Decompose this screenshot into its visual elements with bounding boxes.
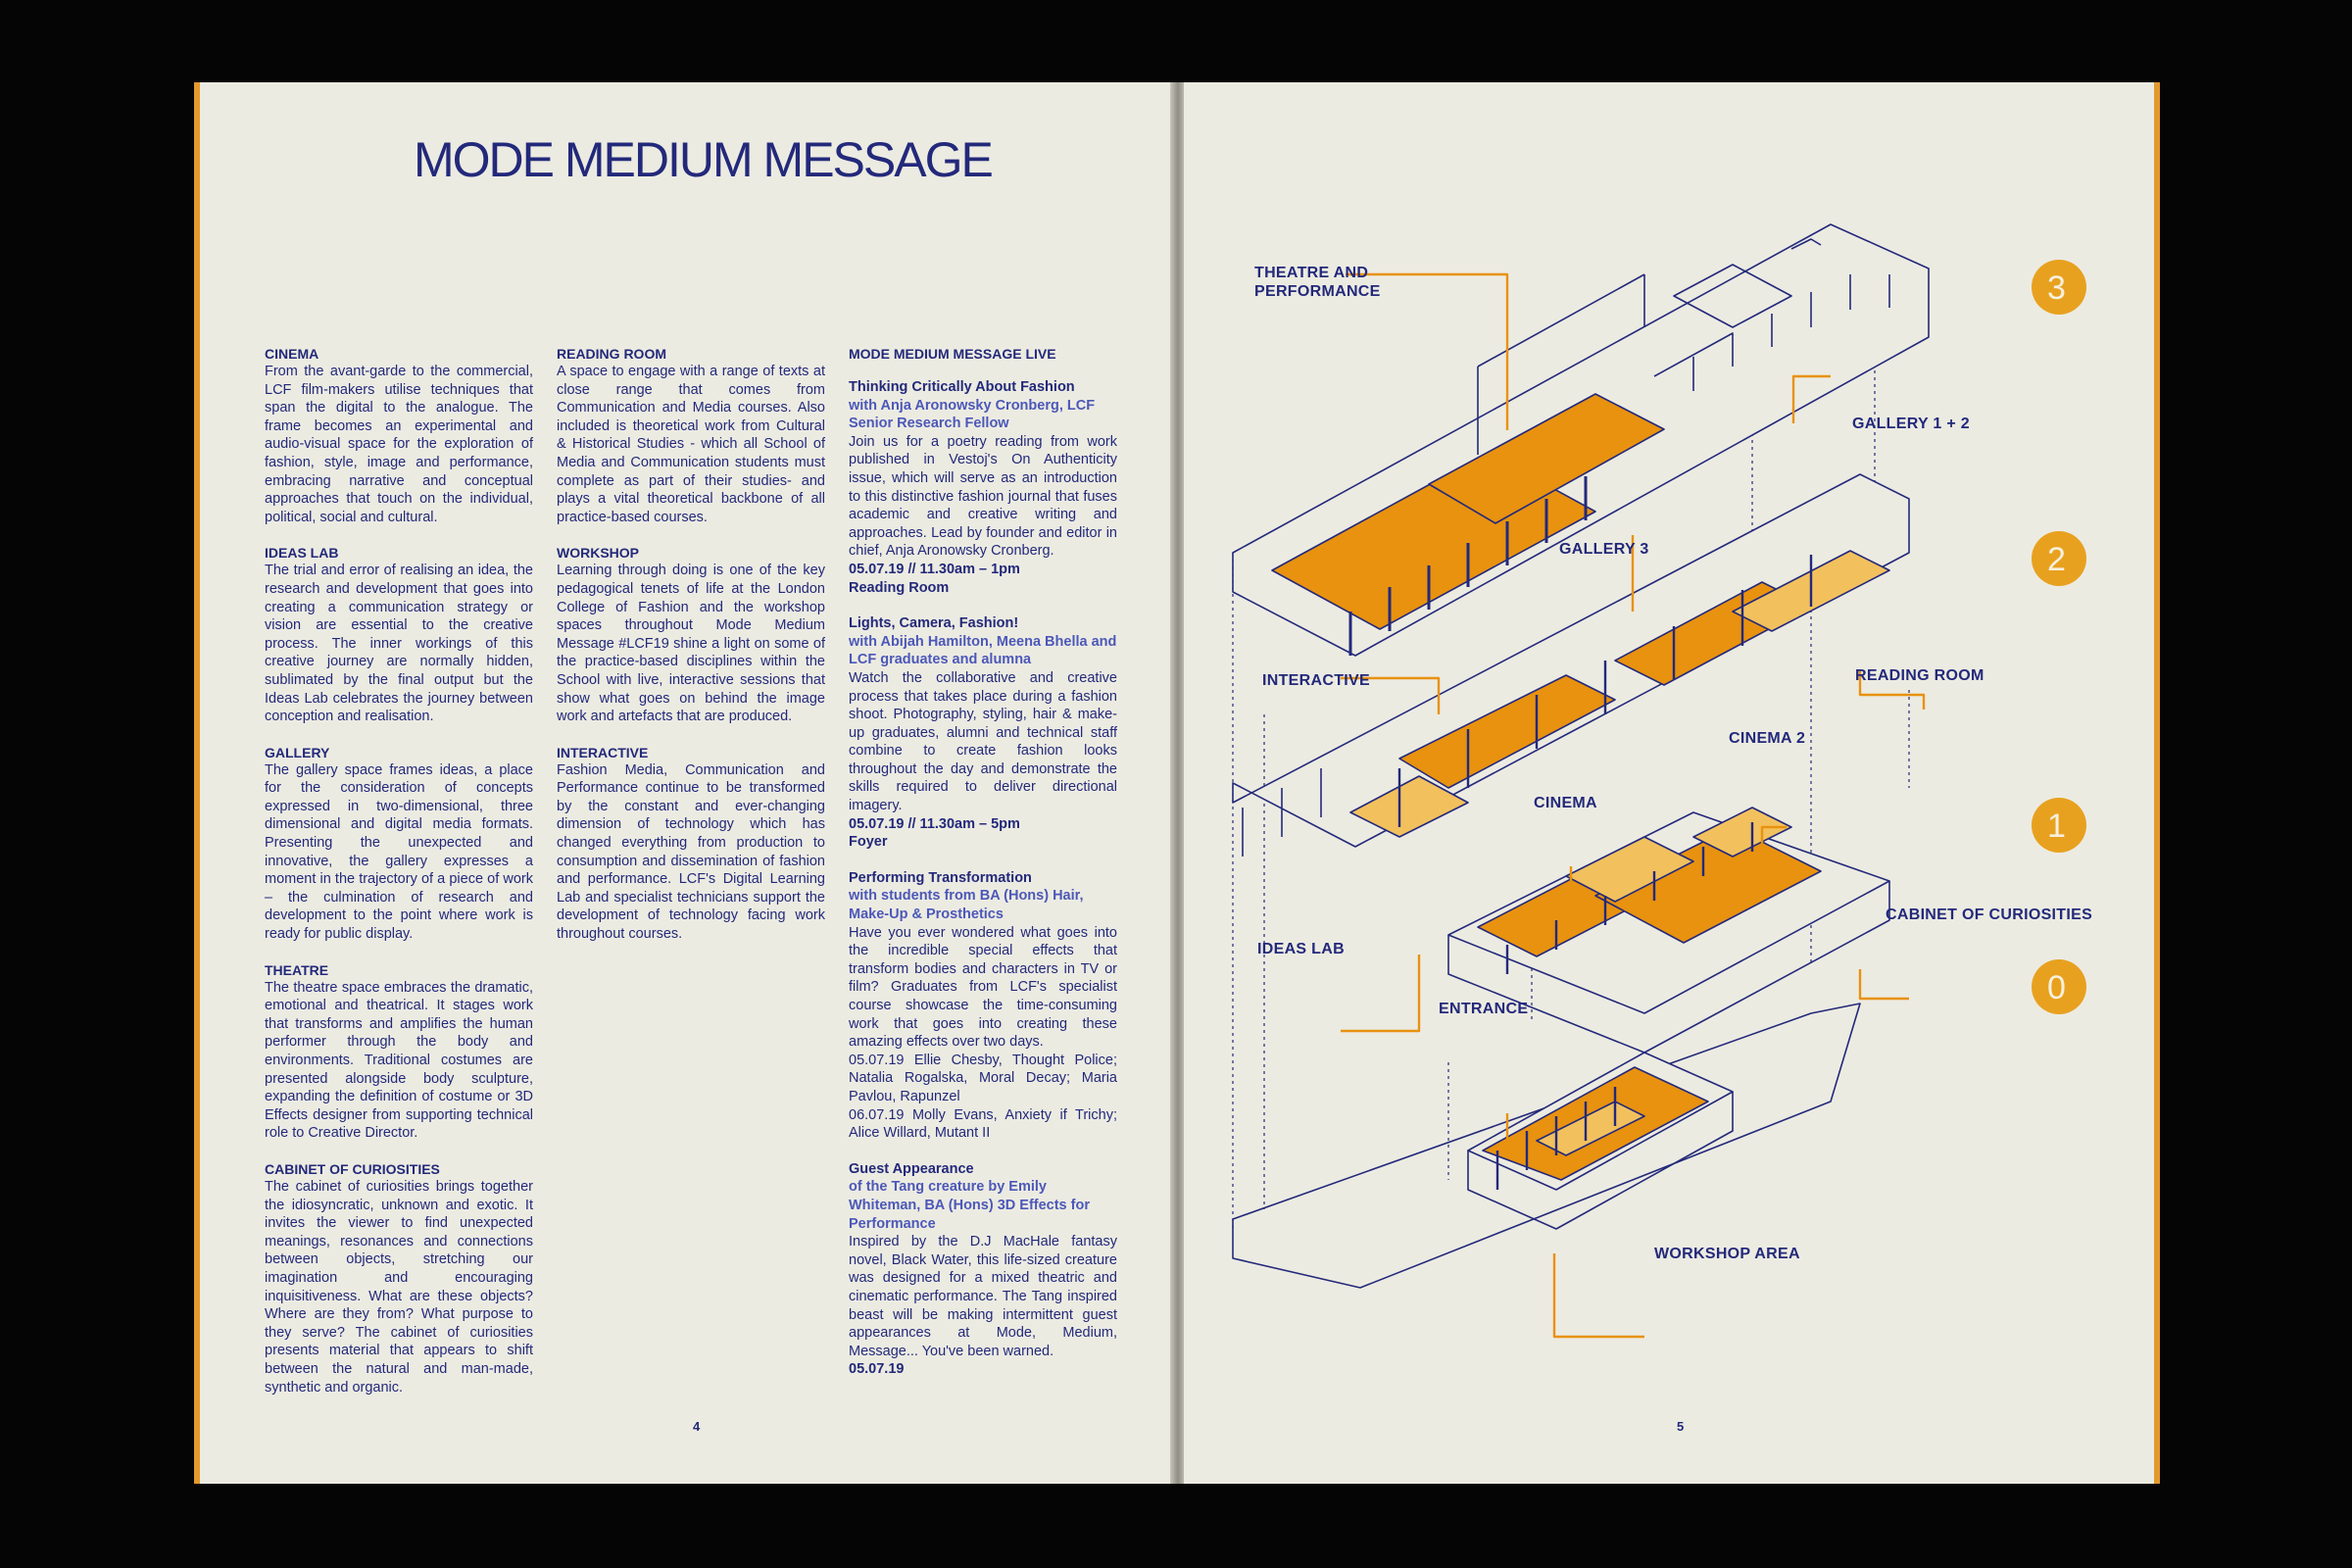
page-number: 4 [693, 1419, 701, 1434]
event-title: Guest Appearance [849, 1160, 974, 1177]
isometric-floor-plan: 3 2 1 0 THEATRE AND PERFORMANCE GALLERY … [1232, 223, 2092, 1339]
floor-3-number: 3 [2047, 270, 2066, 307]
event-item: Guest Appearance of the Tang creature by… [849, 1160, 1117, 1379]
event-cast-2: 06.07.19 Molly Evans, Anxiety if Trichy;… [849, 1106, 1117, 1142]
label-ideas-lab: IDEAS LAB [1257, 941, 1345, 957]
event-date: 05.07.19 // 11.30am – 5pm [849, 815, 1020, 832]
page-title: MODE MEDIUM MESSAGE [414, 132, 994, 187]
column-2: READING ROOM A space to engage with a ra… [557, 345, 825, 961]
event-cast-1: 05.07.19 Ellie Chesby, Thought Police; N… [849, 1052, 1117, 1104]
section-heading: INTERACTIVE [557, 744, 649, 760]
event-body: Have you ever wondered what goes into th… [849, 924, 1117, 1051]
event-location: Foyer [849, 834, 888, 851]
floor-2-number: 2 [2047, 541, 2066, 578]
section-heading: CABINET OF CURIOSITIES [265, 1160, 440, 1177]
section-body: The cabinet of curiosities brings togeth… [265, 1178, 533, 1396]
event-date: 05.07.19 // 11.30am – 1pm [849, 561, 1020, 577]
live-heading: MODE MEDIUM MESSAGE LIVE [849, 346, 1056, 362]
label-workshop: WORKSHOP AREA [1654, 1246, 1800, 1262]
floor-0-plan [1232, 1003, 1861, 1289]
floor-1-plan [1447, 807, 1890, 1054]
section-body: The gallery space frames ideas, a place … [265, 761, 533, 943]
event-subtitle: with Abijah Hamilton, Meena Bhella and L… [849, 633, 1117, 668]
section-body: Learning through doing is one of the key… [557, 563, 825, 725]
label-interactive: INTERACTIVE [1262, 672, 1370, 689]
section-heading: WORKSHOP [557, 545, 639, 562]
event-title: Thinking Critically About Fashion [849, 379, 1075, 395]
event-body: Join us for a poetry reading from work p… [849, 433, 1117, 560]
right-page: 3 2 1 0 THEATRE AND PERFORMANCE GALLERY … [1184, 82, 2160, 1484]
event-body: Watch the collaborative and creative pro… [849, 669, 1117, 814]
label-gallery-1-2: GALLERY 1 + 2 [1852, 416, 1970, 432]
label-cabinet: CABINET OF CURIOSITIES [1886, 906, 2092, 923]
label-entrance: ENTRANCE [1439, 1001, 1528, 1017]
event-title: Lights, Camera, Fashion! [849, 615, 1019, 632]
section-heading: READING ROOM [557, 346, 666, 362]
event-subtitle: with students from BA (Hons) Hair, Make-… [849, 888, 1084, 923]
label-cinema: CINEMA [1534, 795, 1597, 811]
label-gallery-3: GALLERY 3 [1559, 541, 1649, 558]
leader-lines [1341, 272, 1926, 1339]
section-heading: IDEAS LAB [265, 545, 339, 562]
column-1: CINEMA From the avant-garde to the comme… [265, 345, 533, 1414]
page-number: 5 [1677, 1419, 1685, 1434]
label-theatre: THEATRE AND [1254, 265, 1368, 281]
floor-0-number: 0 [2047, 969, 2066, 1006]
floor-0-badge [2032, 959, 2086, 1014]
event-subtitle: with Anja Aronowsky Cronberg, LCF Senior… [849, 397, 1096, 432]
floor-2-plan [1232, 473, 1910, 857]
column-3: MODE MEDIUM MESSAGE LIVE Thinking Critic… [849, 345, 1117, 1396]
section-body: From the avant-garde to the commercial, … [265, 364, 533, 525]
section-body: The theatre space embraces the dramatic,… [265, 979, 533, 1142]
section-body: The trial and error of realising an idea… [265, 563, 533, 725]
floor-3-badge [2032, 260, 2086, 315]
event-item: Lights, Camera, Fashion! with Abijah Ham… [849, 614, 1117, 852]
magazine-spread: MODE MEDIUM MESSAGE CINEMA From the avan… [194, 82, 2160, 1484]
floor-number-circles [2032, 260, 2086, 1014]
left-page: MODE MEDIUM MESSAGE CINEMA From the avan… [194, 82, 1174, 1484]
event-title: Performing Transformation [849, 869, 1032, 886]
section-heading: CINEMA [265, 346, 319, 362]
label-cinema-2: CINEMA 2 [1729, 730, 1805, 747]
label-reading-room: READING ROOM [1855, 667, 1984, 684]
section-body: A space to engage with a range of texts … [557, 364, 825, 525]
floor-3-plan [1232, 223, 1930, 657]
event-item: Thinking Critically About Fashion with A… [849, 378, 1117, 597]
floor-2-badge [2032, 531, 2086, 586]
event-date: 05.07.19 [849, 1361, 905, 1378]
event-item: Performing Transformation with students … [849, 869, 1117, 1143]
spine-gutter [1170, 82, 1186, 1484]
section-heading: THEATRE [265, 961, 329, 978]
event-subtitle: of the Tang creature by Emily Whiteman, … [849, 1179, 1090, 1232]
floor-1-badge [2032, 798, 2086, 853]
label-performance: PERFORMANCE [1254, 283, 1381, 300]
section-body: Fashion Media, Communication and Perform… [557, 761, 825, 943]
event-location: Reading Room [849, 579, 950, 596]
event-body: Inspired by the D.J MacHale fantasy nove… [849, 1234, 1117, 1359]
floor-1-number: 1 [2047, 808, 2066, 845]
section-heading: GALLERY [265, 744, 330, 760]
